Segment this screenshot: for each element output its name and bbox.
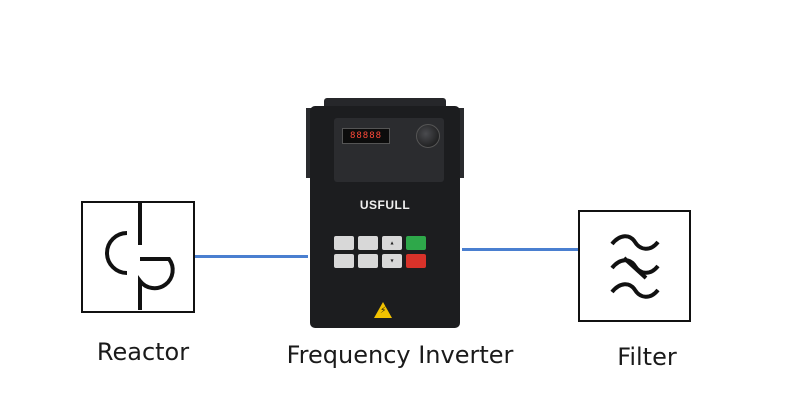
keypad-key-up: ▲: [382, 236, 402, 250]
filter-symbol: [578, 210, 691, 322]
reactor-symbol: [81, 201, 195, 313]
potentiometer-knob: [416, 124, 440, 148]
warning-triangle-icon: ⚡: [374, 302, 392, 318]
frequency-inverter-device: 88888 USFULL ⚡ ▲ ▼: [306, 98, 464, 330]
frequency-inverter-label: Frequency Inverter: [286, 341, 514, 369]
inverter-body: 88888 USFULL ⚡: [310, 106, 460, 328]
keypad-key-run: [406, 236, 426, 250]
reactor-symbol-icon: [105, 203, 175, 310]
keypad-key-2: [358, 236, 378, 250]
keypad-key-down: ▼: [382, 254, 402, 268]
wire-inverter-to-filter: [462, 248, 580, 251]
keypad-key-4: [358, 254, 378, 268]
inverter-display: 88888: [342, 128, 390, 144]
low-pass-filter-symbol-icon: [610, 234, 660, 299]
inverter-brand-label: USFULL: [359, 198, 411, 212]
inverter-control-panel: 88888: [334, 118, 444, 182]
filter-label: Filter: [617, 343, 677, 371]
keypad-key-1: [334, 236, 354, 250]
reactor-label: Reactor: [96, 338, 190, 366]
keypad-key-stop: [406, 254, 426, 268]
keypad-key-3: [334, 254, 354, 268]
wire-reactor-to-inverter: [194, 255, 308, 258]
